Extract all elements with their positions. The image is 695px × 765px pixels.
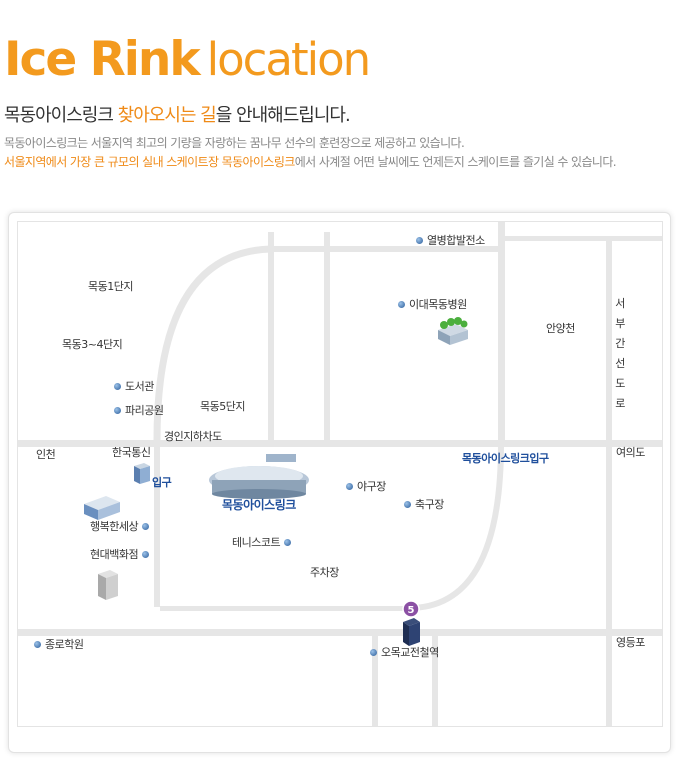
map: 5 열병합발전소 이대목동병원 안양천 서부간선도로 목동1단지 목동3~4단지… bbox=[17, 221, 663, 727]
road-north-horizontal bbox=[266, 246, 504, 252]
hyundai-department-store-icon bbox=[98, 570, 118, 600]
road-vertical-1 bbox=[268, 232, 274, 440]
road-curve-east bbox=[403, 443, 504, 612]
title-light: location bbox=[206, 33, 372, 86]
label-soccer: 축구장 bbox=[404, 496, 444, 512]
road-south-vertical-1 bbox=[372, 636, 378, 726]
marker-dot-icon bbox=[142, 550, 150, 558]
label-baseball: 야구장 bbox=[346, 478, 386, 494]
description-line-2: 서울지역에서 가장 큰 규모의 실내 스케이트장 목동아이스링크에서 사계절 어… bbox=[4, 153, 617, 170]
marker-dot-icon bbox=[370, 648, 377, 656]
description-line-1: 목동아이스링크는 서울지역 최고의 기량을 자랑하는 꿈나무 선수의 훈련장으로… bbox=[4, 136, 465, 150]
marker-dot-icon bbox=[404, 500, 411, 508]
road-vertical-2 bbox=[324, 232, 330, 440]
metro-line-number: 5 bbox=[408, 605, 415, 616]
label-library: 도서관 bbox=[114, 378, 154, 394]
description-post: 에서 사계절 어떤 날씨에도 언제든지 스케이트를 즐기실 수 있습니다. bbox=[294, 155, 617, 169]
marker-dot-icon bbox=[114, 406, 121, 414]
label-mokdong-5: 목동5단지 bbox=[200, 400, 245, 413]
headline-highlight: 찾아오시는 길 bbox=[117, 105, 217, 126]
label-mokdong-3-4: 목동3~4단지 bbox=[62, 338, 123, 351]
title-bold: Ice Rink bbox=[4, 32, 201, 87]
road-top-right-horizontal bbox=[504, 236, 662, 241]
road-seobu-expressway bbox=[606, 236, 612, 726]
label-anyangcheon: 안양천 bbox=[546, 322, 575, 335]
kt-building-icon bbox=[134, 463, 150, 484]
marker-dot-icon bbox=[34, 640, 41, 648]
road-curves bbox=[153, 245, 504, 612]
label-mokdong-1: 목동1단지 bbox=[88, 280, 133, 293]
ice-rink-stadium-icon bbox=[209, 454, 309, 499]
label-jongno: 종로학원 bbox=[34, 636, 84, 652]
label-entrance: 입구 bbox=[152, 476, 172, 489]
label-yeongdeungpo: 영등포 bbox=[616, 636, 645, 649]
road-inner-horizontal bbox=[160, 606, 405, 611]
label-happy-world: 행복한세상 bbox=[90, 518, 150, 534]
road-left-vertical bbox=[154, 447, 160, 607]
omokgyo-station-icon: 5 bbox=[402, 600, 420, 646]
road-south-vertical-2 bbox=[432, 636, 438, 726]
marker-dot-icon bbox=[346, 482, 353, 490]
hospital-building-icon bbox=[438, 317, 468, 345]
happy-world-building-icon bbox=[84, 496, 120, 520]
road-main-horizontal bbox=[18, 440, 662, 447]
headline-pre: 목동아이스링크 bbox=[4, 105, 118, 126]
label-hyundai: 현대백화점 bbox=[90, 546, 150, 562]
marker-dot-icon bbox=[284, 538, 292, 546]
label-kt: 한국통신 bbox=[112, 446, 151, 459]
label-omokgyo-station: 오목교전철역 bbox=[370, 644, 439, 660]
headline: 목동아이스링크 찾아오시는 길을 안내해드립니다. bbox=[4, 101, 351, 127]
headline-post: 을 안내해드립니다. bbox=[215, 105, 351, 126]
marker-dot-icon bbox=[416, 236, 423, 244]
road-curve-northwest bbox=[153, 245, 272, 441]
label-underpass: 경인지하차도 bbox=[164, 430, 222, 443]
label-seobu-expressway: 서부간선도로 bbox=[615, 297, 625, 410]
marker-dot-icon bbox=[398, 300, 405, 308]
road-south-horizontal bbox=[18, 629, 662, 636]
road-vertical-3 bbox=[498, 222, 505, 440]
label-tennis: 테니스코트 bbox=[232, 534, 292, 550]
label-yeouido: 여의도 bbox=[616, 446, 645, 459]
label-power-plant: 열병합발전소 bbox=[416, 232, 485, 248]
label-incheon: 인천 bbox=[36, 448, 56, 461]
label-parking: 주차장 bbox=[310, 566, 339, 579]
marker-dot-icon bbox=[142, 522, 150, 530]
label-rink-entrance: 목동아이스링크입구 bbox=[462, 452, 549, 465]
label-hospital: 이대목동병원 bbox=[398, 296, 467, 312]
map-frame: 5 열병합발전소 이대목동병원 안양천 서부간선도로 목동1단지 목동3~4단지… bbox=[8, 212, 671, 753]
marker-dot-icon bbox=[114, 382, 121, 390]
description-highlight: 서울지역에서 가장 큰 규모의 실내 스케이트장 목동아이스링크 bbox=[4, 155, 295, 169]
label-paris-park: 파리공원 bbox=[114, 402, 164, 418]
label-ice-rink: 목동아이스링크 bbox=[222, 498, 296, 512]
